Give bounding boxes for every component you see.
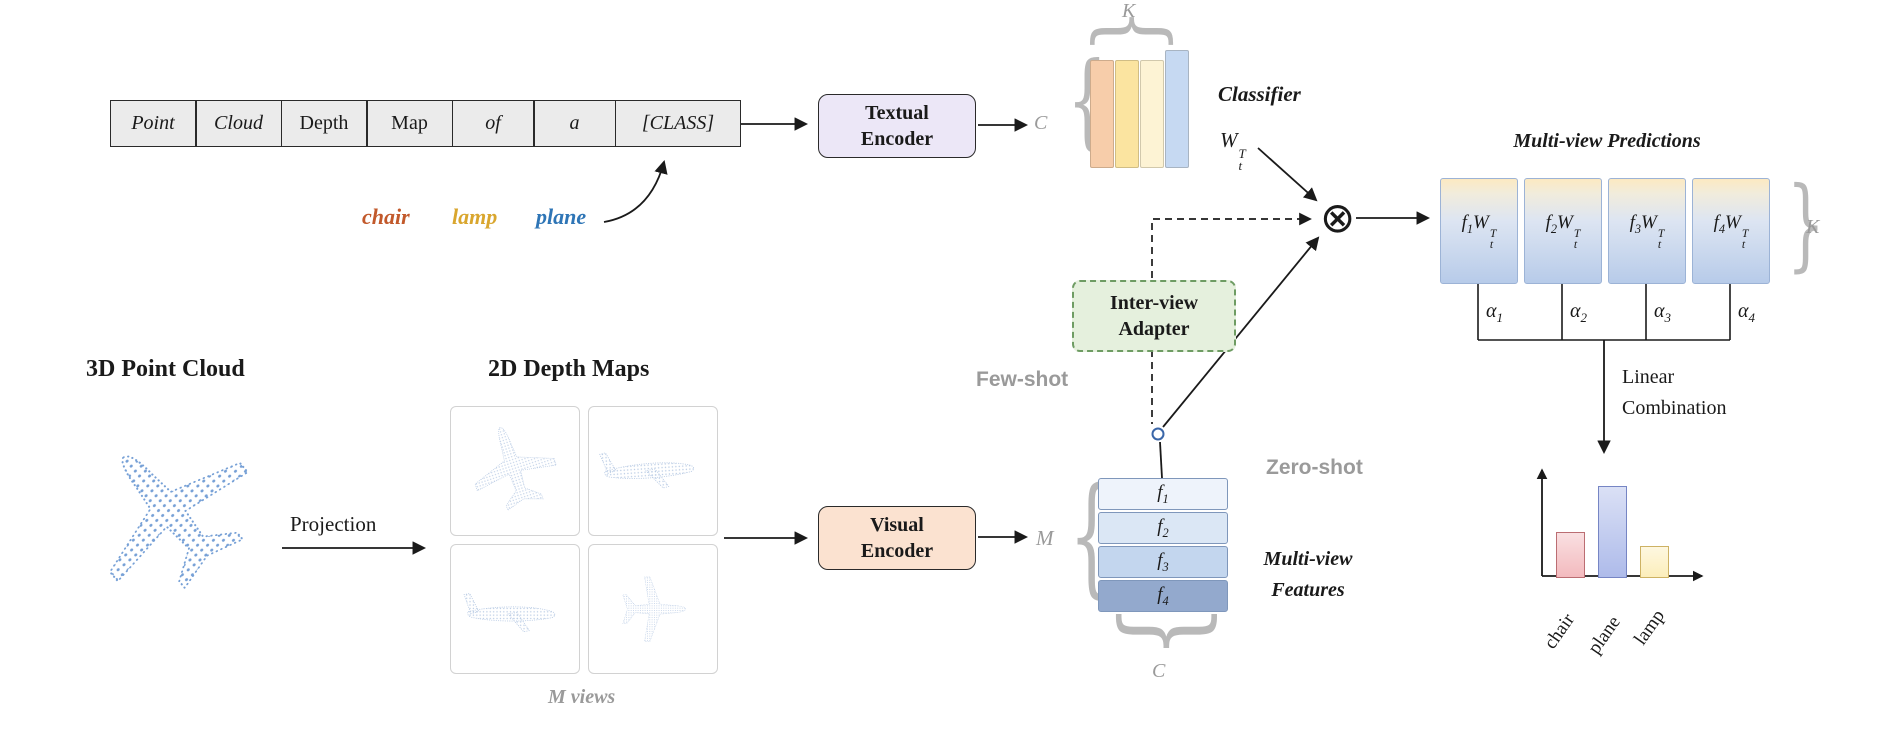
inter-view-adapter-label: Inter-view Adapter: [1109, 292, 1199, 340]
m-views-label: M views: [548, 686, 616, 708]
depthmaps-title: 2D Depth Maps: [488, 356, 650, 382]
classifier-bar: [1090, 60, 1114, 168]
depthmap-plane-image: [460, 414, 566, 518]
depthmap-box: [588, 544, 718, 674]
zero-shot-label: Zero-shot: [1266, 456, 1363, 479]
otimes-icon: ⊗: [1320, 193, 1356, 242]
chart-bar-plane: [1598, 486, 1627, 578]
classifier-bar: [1140, 60, 1164, 168]
alpha-weight: α3: [1654, 300, 1671, 325]
line-features-to-switch: [1159, 441, 1163, 479]
alpha-weight: α4: [1738, 300, 1755, 325]
depthmap-plane-image: [599, 446, 696, 493]
classifier-bar: [1165, 50, 1189, 168]
feature-bar: f2: [1098, 512, 1228, 544]
linear-combination-label: Linear Combination: [1622, 366, 1727, 419]
inter-view-adapter-box: Inter-view Adapter: [1072, 280, 1236, 352]
arrow-classifier-to-otimes: [1257, 147, 1318, 202]
c-dimension-label: C: [1034, 112, 1048, 134]
predictions-title: Multi-view Predictions: [1513, 130, 1701, 152]
prompt-token-class: [CLASS]: [616, 101, 740, 146]
k-dimension-label-predictions: K: [1806, 216, 1820, 238]
classifier-title: Classifier: [1218, 82, 1301, 106]
chart-category-lamp: lamp: [1630, 605, 1669, 650]
k-dimension-label: K: [1122, 0, 1136, 22]
prompt-token: Point: [111, 101, 195, 146]
chart-bar-lamp: [1640, 546, 1669, 578]
visual-encoder-label: Visual Encoder: [860, 514, 934, 562]
alpha-weight: α2: [1570, 300, 1587, 325]
chart-category-plane: plane: [1584, 612, 1625, 659]
few-shot-label: Few-shot: [976, 368, 1069, 391]
pointcloud-title: 3D Point Cloud: [86, 356, 245, 382]
prompt-token: a: [534, 101, 615, 146]
depthmap-box: [588, 406, 718, 536]
switch-icon: [1151, 427, 1165, 441]
depthmap-plane-image: [463, 593, 556, 633]
prompt-token: of: [453, 101, 533, 146]
dashed-arrow-adapter-to-otimes: [1151, 212, 1312, 278]
feature-bar: f1: [1098, 478, 1228, 510]
depthmap-box: [450, 406, 580, 536]
class-word-lamp: lamp: [452, 204, 498, 229]
arrow-classes-to-class-token: [603, 160, 668, 223]
chart-category-chair: chair: [1540, 609, 1579, 654]
feature-bar: f3: [1098, 546, 1228, 578]
multi-view-features-caption: Multi-view Features: [1263, 548, 1353, 601]
m-dimension-label: M: [1036, 526, 1054, 550]
brace-bottom-c: {: [1097, 603, 1225, 659]
prompt-token: Map: [367, 101, 452, 146]
class-word-chair: chair: [362, 204, 410, 229]
textual-encoder-box: Textual Encoder: [818, 94, 976, 158]
prompt-token: Cloud: [196, 101, 281, 146]
visual-encoder-box: Visual Encoder: [818, 506, 976, 570]
depthmap-box: [450, 544, 580, 674]
brace-right-k: }: [1786, 165, 1825, 282]
prompt-token: Depth: [282, 101, 366, 146]
prompt-token-row: Point Cloud Depth Map of a [CLASS]: [110, 100, 741, 147]
classifier-bar: [1115, 60, 1139, 168]
pointcloud-plane-image: [58, 408, 280, 620]
alpha-weight: α1: [1486, 300, 1503, 325]
feature-bar: f4: [1098, 580, 1228, 612]
projection-label: Projection: [290, 512, 377, 536]
chart-bar-chair: [1556, 532, 1585, 578]
c-dimension-label-features: C: [1152, 660, 1166, 682]
textual-encoder-label: Textual Encoder: [860, 102, 934, 150]
class-word-plane: plane: [536, 204, 587, 229]
depthmap-plane-image: [622, 576, 686, 642]
